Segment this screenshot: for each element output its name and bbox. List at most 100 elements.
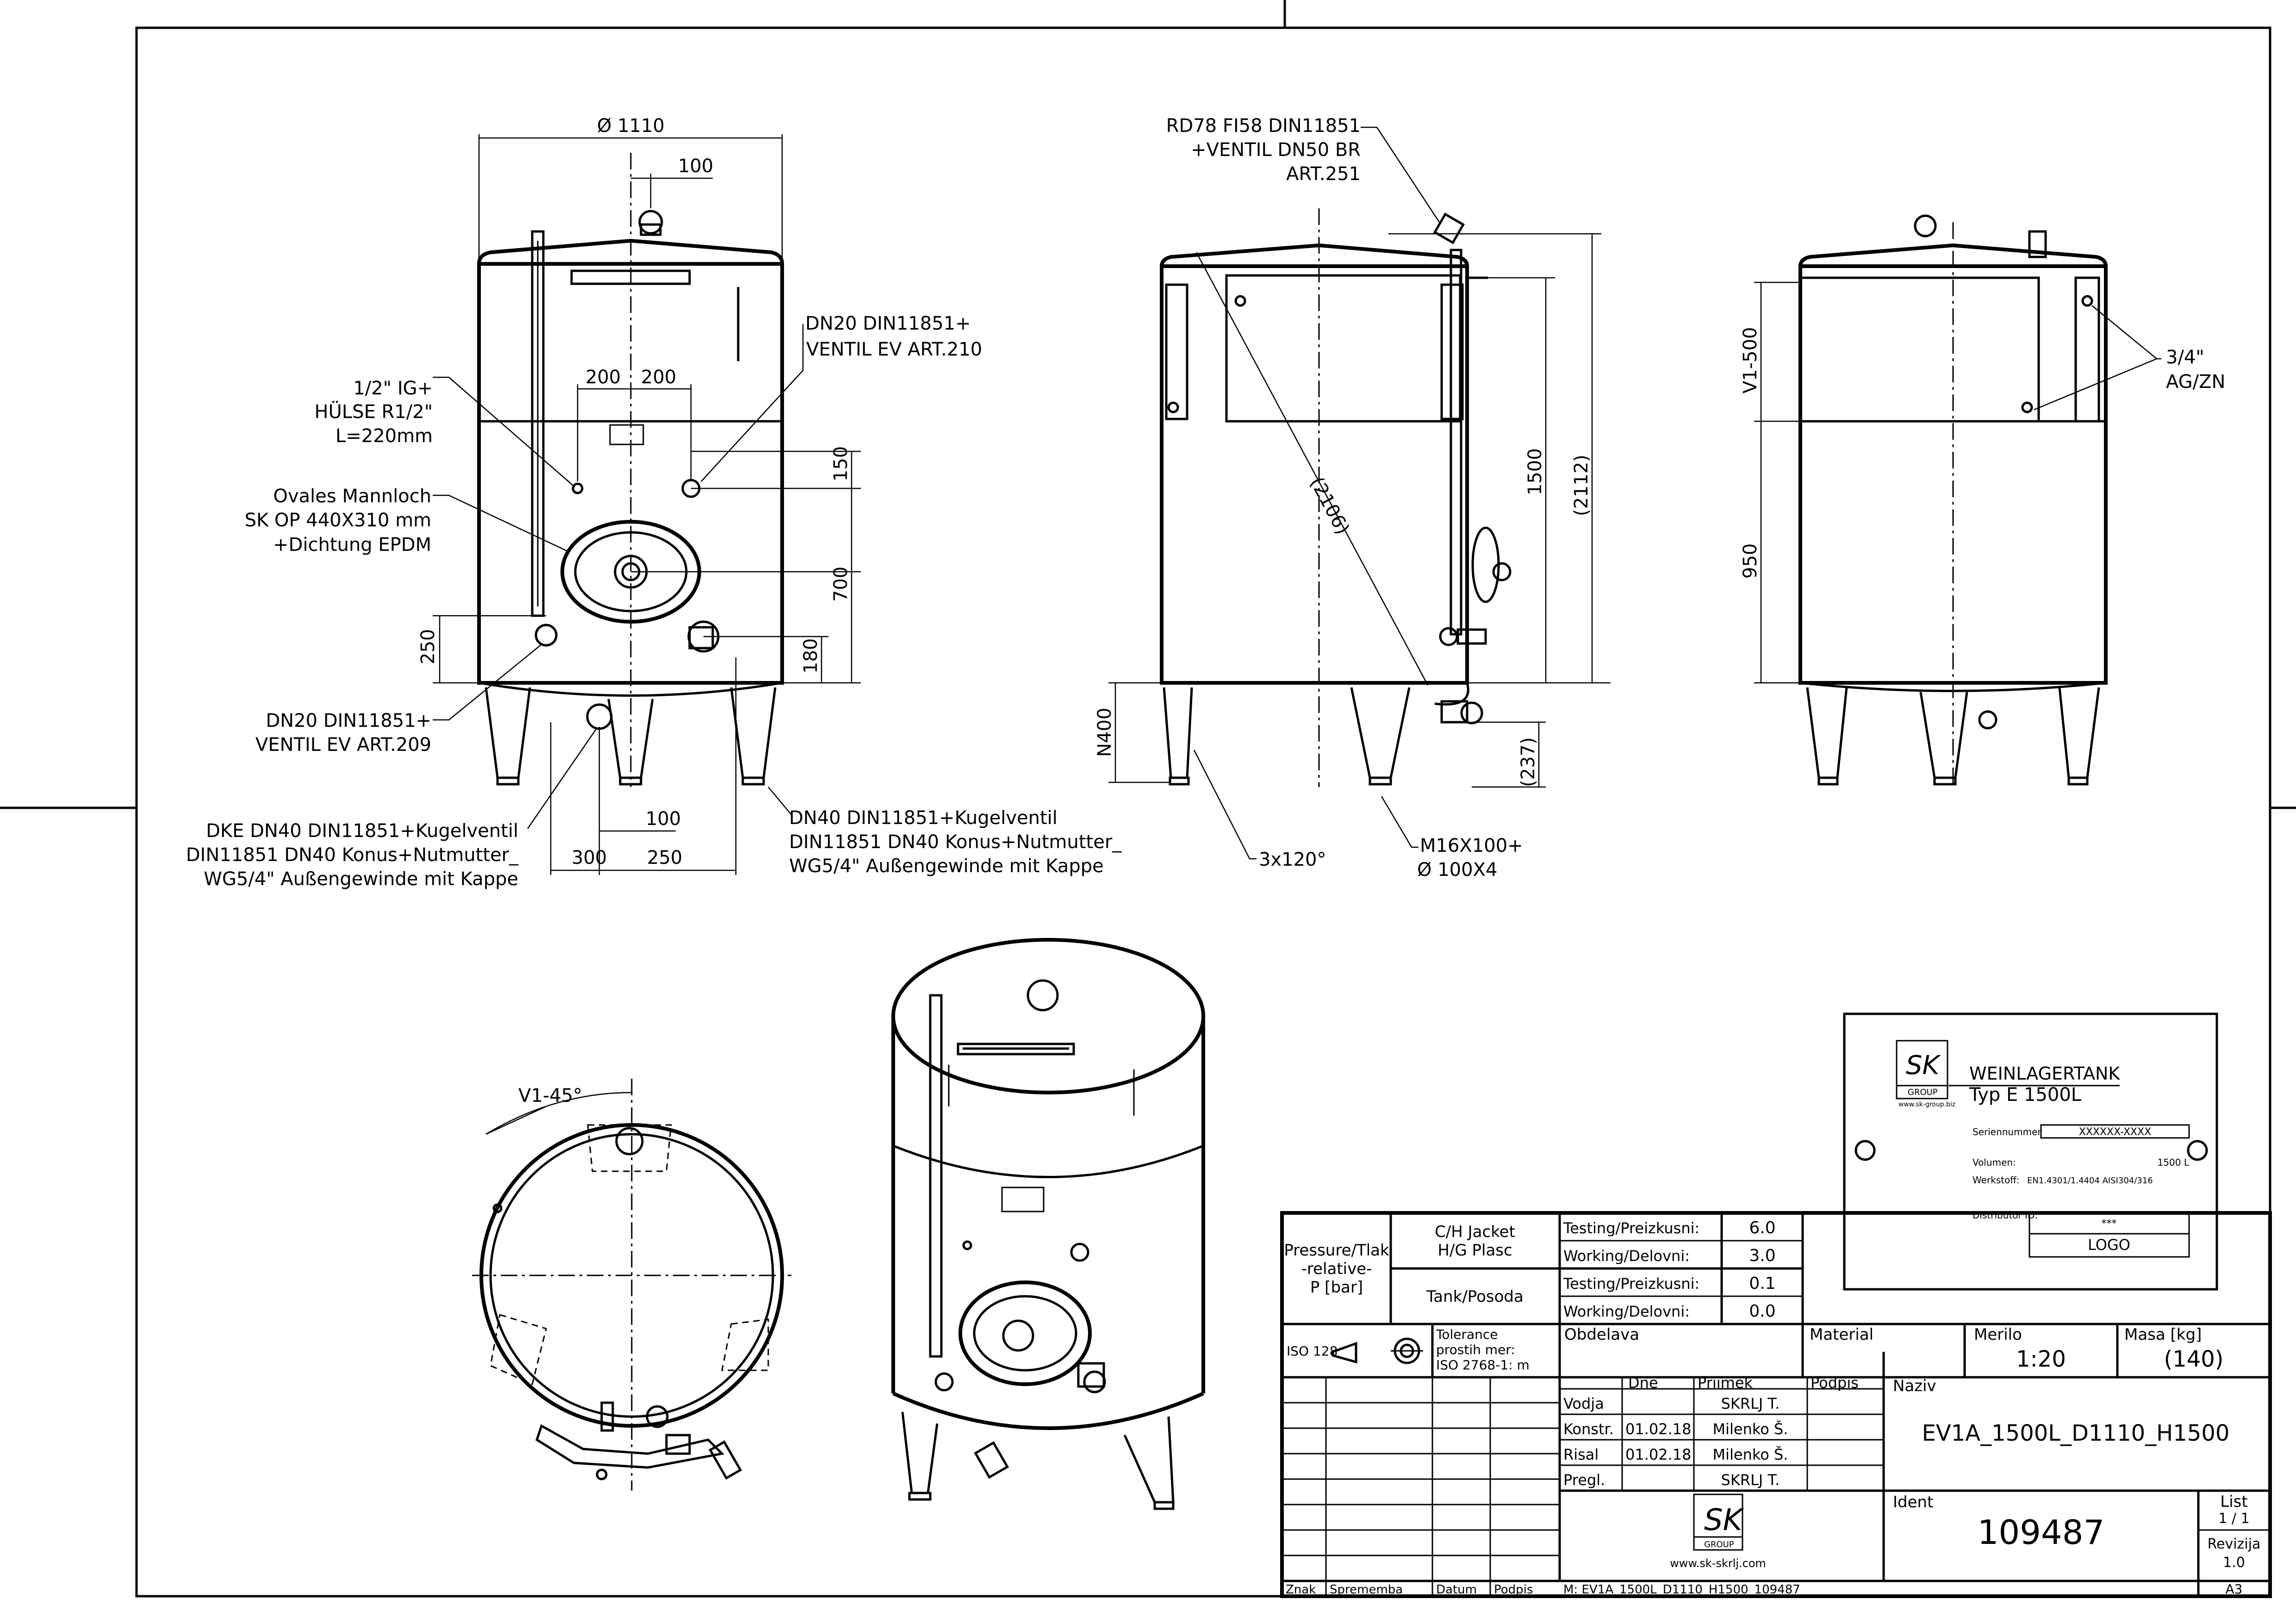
callout-m16-l2: Ø 100X4 — [1417, 859, 1497, 881]
nameplate-text: SK GROUP www.sk-group.biz WEINLAGERTANK … — [1898, 1050, 2190, 1254]
nameplate-title-2: Typ E 1500L — [1969, 1084, 2082, 1106]
nameplate-title-1: WEINLAGERTANK — [1969, 1063, 2120, 1084]
dim-250-bottom: 250 — [647, 847, 682, 868]
row-konstr-date: 01.02.18 — [1625, 1420, 1692, 1438]
nameplate-volume-label: Volumen: — [1972, 1157, 2016, 1168]
tolerance-l1: Tolerance — [1436, 1327, 1498, 1342]
list-label: List — [2220, 1493, 2247, 1511]
naziv-value: EV1A_1500L_D1110_H1500 — [1922, 1420, 2230, 1446]
col-priimek: Priimek — [1698, 1374, 1753, 1392]
callout-rd78-l3: ART.251 — [1286, 163, 1361, 185]
callout-ag-l2: AG/ZN — [2166, 371, 2225, 393]
dim-150: 150 — [830, 446, 852, 481]
dim-200-left: 200 — [585, 367, 621, 388]
merilo-label: Merilo — [1974, 1325, 2022, 1344]
front-view-labels: Ø 1110 100 200 200 150 700 250 180 100 3… — [186, 115, 1122, 890]
callout-huelse-l3: L=220mm — [336, 425, 433, 447]
col-dne: Dne — [1628, 1374, 1658, 1392]
jacket-label-l2: H/G Plasc — [1437, 1241, 1512, 1260]
nameplate-material-label: Werkstoff: — [1972, 1174, 2020, 1186]
callout-huelse-l2: HÜLSE R1/2" — [314, 400, 433, 423]
callout-m16-l1: M16X100+ — [1420, 835, 1523, 856]
nameplate-material-value: EN1.4301/1.4404 AISI304/316 — [2027, 1176, 2153, 1186]
dim-n400: N400 — [1094, 708, 1115, 757]
side-view — [1108, 126, 1611, 860]
footer-sprememba: Sprememba — [1330, 1583, 1403, 1597]
rear-view-labels: V1-500 950 3/4" AG/ZN — [1740, 327, 2225, 579]
nameplate — [1843, 1012, 2218, 1291]
callout-huelse-l1: 1/2" IG+ — [353, 378, 433, 399]
top-view-angle: V1-45° — [518, 1085, 582, 1106]
nameplate-serial-label: Seriennummer — [1972, 1126, 2041, 1137]
col-podpis: Podpis — [1811, 1374, 1859, 1392]
row-konstr-role: Konstr. — [1563, 1420, 1614, 1438]
callout-dn20-210-l1: DN20 DIN11851+ — [805, 313, 971, 334]
tank-working-label: Working/Delovni: — [1563, 1303, 1690, 1320]
row-risal-role: Risal — [1563, 1446, 1599, 1463]
dim-950: 950 — [1740, 543, 1761, 579]
dim-700: 700 — [830, 567, 852, 602]
title-block-text: Pressure/Tlak -relative- P [bar] C/H Jac… — [1284, 1218, 2260, 1597]
footer-datum: Datum — [1436, 1583, 1477, 1597]
nameplate-website: www.sk-group.biz — [1898, 1101, 1955, 1108]
dim-180: 180 — [800, 638, 821, 674]
dim-100-bottom: 100 — [646, 808, 681, 830]
side-view-labels: RD78 FI58 DIN11851 +VENTIL DN50 BR ART.2… — [1094, 115, 1592, 881]
dim-2112: (2112) — [1571, 455, 1592, 516]
front-view — [433, 134, 861, 875]
list-value: 1 / 1 — [2218, 1511, 2249, 1527]
jacket-working-label: Working/Delovni: — [1563, 1247, 1690, 1265]
callout-dn40-l1: DN40 DIN11851+Kugelventil — [789, 807, 1058, 829]
callout-dn40-l3: WG5/4" Außengewinde mit Kappe — [789, 856, 1104, 877]
pressure-header-l2: -relative- — [1301, 1260, 1372, 1278]
revizija-label: Revizija — [2208, 1536, 2261, 1552]
pressure-header-l1: Pressure/Tlak — [1284, 1241, 1389, 1260]
ident-label: Ident — [1893, 1493, 1933, 1512]
tank-label: Tank/Posoda — [1426, 1287, 1524, 1306]
callout-mannloch-l2: SK OP 440X310 mm — [245, 510, 431, 531]
row-vodja-role: Vodja — [1563, 1395, 1604, 1412]
revizija-value: 1.0 — [2223, 1555, 2245, 1571]
tolerance-l2: prostih mer: — [1436, 1342, 1515, 1357]
dim-237: (237) — [1518, 737, 1539, 787]
isometric-view — [891, 938, 1205, 1510]
format-value: A3 — [2226, 1581, 2243, 1597]
callout-mannloch-l1: Ovales Mannloch — [273, 486, 431, 507]
jacket-testing-value: 6.0 — [1749, 1218, 1775, 1237]
jacket-testing-label: Testing/Preizkusni: — [1563, 1219, 1699, 1237]
tank-testing-label: Testing/Preizkusni: — [1563, 1275, 1699, 1293]
nameplate-brand-logo: SK — [1906, 1050, 1941, 1081]
dim-100-top: 100 — [678, 156, 713, 177]
footer-podpis: Podpis — [1494, 1583, 1533, 1597]
company-logo-letters: SK — [1704, 1503, 1745, 1537]
row-risal-date: 01.02.18 — [1625, 1446, 1692, 1463]
callout-dn20-209-l1: DN20 DIN11851+ — [266, 710, 431, 731]
row-risal-name: Milenko Š. — [1713, 1445, 1788, 1463]
callout-dn20-210-l2: VENTIL EV ART.210 — [806, 339, 982, 360]
callout-dn20-209-l2: VENTIL EV ART.209 — [255, 734, 431, 756]
company-website: www.sk-skrlj.com — [1670, 1557, 1766, 1570]
jacket-working-value: 3.0 — [1749, 1246, 1775, 1265]
dim-1500: 1500 — [1524, 448, 1546, 495]
dim-v1-500: V1-500 — [1740, 327, 1761, 394]
masa-label: Masa [kg] — [2124, 1325, 2202, 1344]
dim-300: 300 — [572, 847, 607, 868]
row-konstr-name: Milenko Š. — [1713, 1420, 1788, 1438]
callout-dn40-l2: DIN11851 DN40 Konus+Nutmutter_ — [789, 831, 1122, 853]
dim-200-right: 200 — [641, 367, 676, 388]
merilo-value: 1:20 — [2016, 1346, 2066, 1372]
company-logo-group: GROUP — [1704, 1540, 1734, 1549]
nameplate-volume-value: 1500 L — [2158, 1157, 2190, 1168]
obdelava-label: Obdelava — [1564, 1325, 1639, 1344]
title-block — [1280, 1211, 2272, 1598]
dim-2106: (2106) — [1306, 474, 1353, 538]
footer-model: M: EV1A_1500L_D1110_H1500_109487 — [1563, 1583, 1800, 1597]
callout-dke-l2: DIN11851 DN40 Konus+Nutmutter_ — [186, 844, 519, 866]
nameplate-group: GROUP — [1908, 1087, 1938, 1097]
footer-znak: Znak — [1286, 1583, 1316, 1597]
nameplate-distributor-stars: *** — [2102, 1218, 2117, 1230]
naziv-label: Naziv — [1893, 1377, 1936, 1395]
dim-diameter: Ø 1110 — [597, 115, 665, 137]
